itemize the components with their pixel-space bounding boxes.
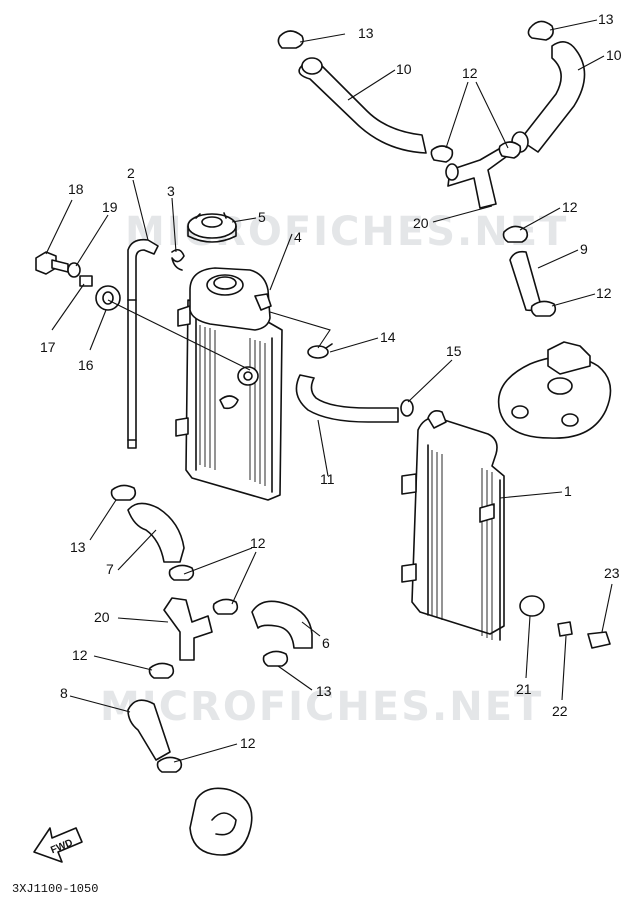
callout-7: 7	[106, 561, 114, 577]
callout-5: 5	[258, 209, 266, 225]
callout-19: 19	[102, 199, 118, 215]
y-joint-lower	[163, 597, 213, 661]
left-radiator	[175, 299, 283, 501]
callout-12-hose-9: 12	[596, 285, 612, 301]
callout-15: 15	[446, 343, 462, 359]
bolt-23	[587, 631, 611, 649]
callout-23: 23	[604, 565, 620, 581]
drawing-code: 3XJ1100-1050	[12, 882, 98, 896]
hose-6	[251, 600, 313, 649]
callout-14: 14	[380, 329, 396, 345]
hose-clip	[171, 248, 185, 271]
callout-labels: 13 10 13 10 12 20 12 9 12 18 19 2 3 5 4 …	[40, 11, 622, 751]
watermark-bottom: MICROFICHES.NET	[100, 684, 543, 730]
callout-3: 3	[167, 183, 175, 199]
callout-4: 4	[294, 229, 302, 245]
radiator-cap	[187, 212, 237, 243]
clamps	[110, 20, 557, 773]
hose-8	[127, 699, 171, 761]
hose-7	[127, 502, 185, 563]
callout-21: 21	[516, 681, 532, 697]
callout-12-top: 12	[462, 65, 478, 81]
leader-lines	[45, 19, 613, 763]
callout-13-top-left: 13	[358, 25, 374, 41]
callout-6: 6	[322, 635, 330, 651]
rubber-grommet	[95, 285, 121, 311]
radiator-hose-long	[295, 374, 399, 423]
callout-22: 22	[552, 703, 568, 719]
right-radiator	[401, 410, 505, 641]
callout-12-y-joint: 12	[562, 199, 578, 215]
washer	[67, 262, 81, 278]
callout-2: 2	[127, 165, 135, 181]
upper-hose-right	[511, 41, 586, 153]
radiator-bolt	[35, 251, 69, 275]
fwd-arrow-icon: FWD	[33, 827, 83, 863]
rubber-damper	[519, 595, 545, 617]
water-pump-cover	[497, 341, 612, 439]
lower-short-hose	[509, 250, 541, 312]
hose-clamp-small-right	[400, 399, 414, 417]
callout-16: 16	[78, 357, 94, 373]
y-joint	[445, 145, 511, 209]
water-pump-housing	[189, 787, 253, 856]
callout-1: 1	[564, 483, 572, 499]
callout-8: 8	[60, 685, 68, 701]
callout-13-top-right: 13	[598, 11, 614, 27]
callout-12-mid: 12	[250, 535, 266, 551]
callout-9: 9	[580, 241, 588, 257]
callout-13-left: 13	[70, 539, 86, 555]
callout-12-bottom: 12	[240, 735, 256, 751]
callout-18: 18	[68, 181, 84, 197]
upper-hose-left	[298, 57, 427, 154]
collar-small	[557, 621, 573, 637]
callout-13-bottom: 13	[316, 683, 332, 699]
overflow-hose	[127, 238, 159, 449]
callout-20-bottom: 20	[94, 609, 110, 625]
callout-12-lower: 12	[72, 647, 88, 663]
hose-clamp-small	[307, 343, 333, 359]
callout-20-top: 20	[413, 215, 429, 231]
callout-11: 11	[320, 471, 335, 487]
filler-neck-tank	[189, 267, 272, 331]
callout-17: 17	[40, 339, 56, 355]
callout-10-left: 10	[396, 61, 412, 77]
collar	[79, 275, 93, 287]
callout-10-right: 10	[606, 47, 622, 63]
